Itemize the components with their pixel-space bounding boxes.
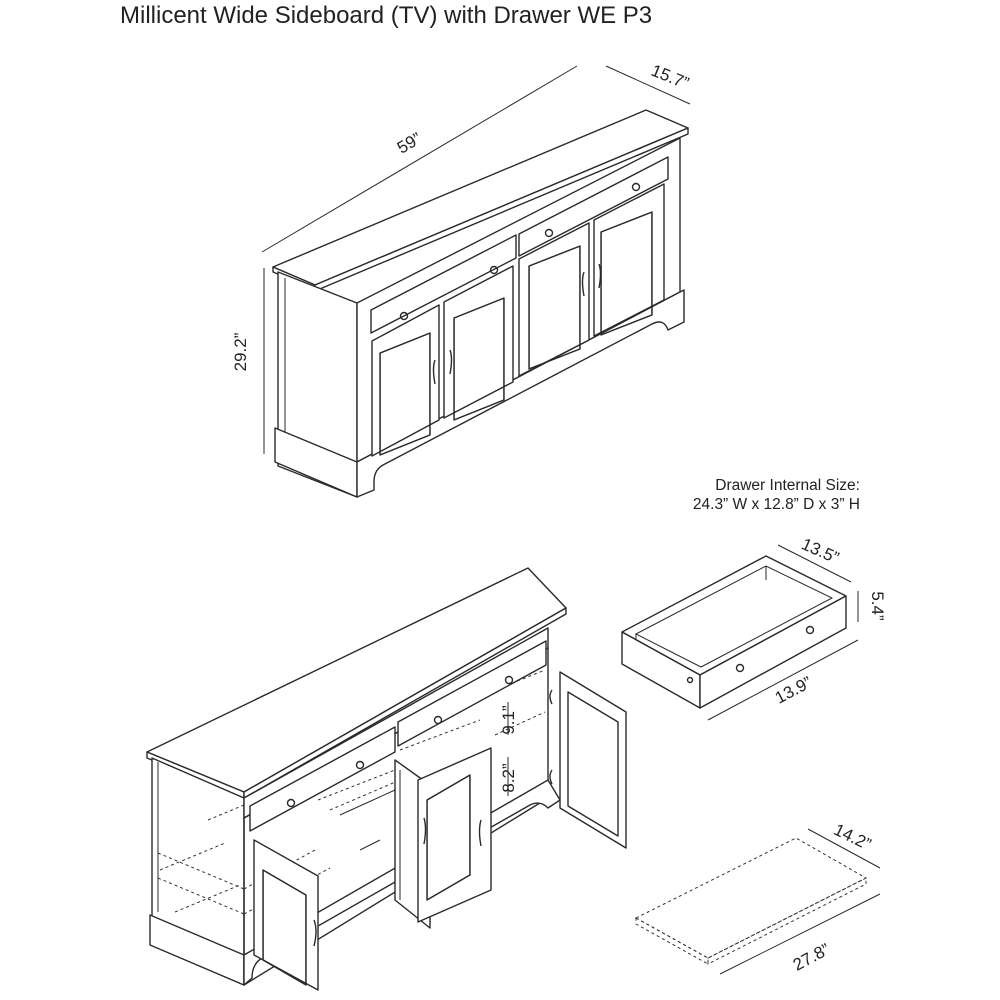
door-handle-icon bbox=[313, 919, 317, 947]
door-handle-icon bbox=[598, 263, 602, 289]
drawer-knob-icon bbox=[489, 265, 499, 275]
drawer-note-size: 24.3” W x 12.8” D x 3” H bbox=[692, 496, 860, 513]
drawer-height-label: 5.4” bbox=[868, 591, 887, 621]
shelf-side-edge bbox=[707, 877, 867, 965]
drawer-knob-icon bbox=[355, 760, 365, 770]
height-dimension-label: 29.2” bbox=[231, 332, 250, 371]
door-4 bbox=[593, 183, 665, 337]
shelf-width-label: 27.8” bbox=[790, 940, 833, 975]
width-dimension-line bbox=[261, 65, 578, 253]
cabinet-lower-height-label: 8.2” bbox=[499, 763, 518, 793]
drawer-left bbox=[249, 726, 396, 832]
drawer-knob-icon bbox=[399, 311, 409, 321]
drawer-knob-icon bbox=[631, 182, 641, 192]
drawer-right bbox=[518, 156, 669, 257]
drawer-width-label: 13.9” bbox=[772, 673, 815, 708]
drawer-knob-icon bbox=[544, 228, 554, 238]
drawer-internal-size-note: Drawer Internal Size: 24.3” W x 12.8” D … bbox=[620, 476, 860, 514]
door-1 bbox=[371, 304, 440, 457]
drawer-depth-label: 13.5” bbox=[799, 534, 842, 567]
top-right-edge bbox=[243, 607, 567, 799]
cabinet-upper-height-label: 9.1” bbox=[499, 705, 518, 735]
drawer-knob-icon bbox=[286, 798, 296, 808]
drawer-knob-icon bbox=[686, 676, 694, 684]
sideboard-open-view bbox=[146, 567, 627, 991]
drawer-detail bbox=[621, 544, 859, 721]
plinth-front bbox=[356, 289, 685, 498]
width-dimension-label: 59” bbox=[394, 129, 425, 158]
door-3 bbox=[518, 222, 590, 377]
diagram-title: Millicent Wide Sideboard (TV) with Drawe… bbox=[120, 2, 653, 29]
door-hinge-icon bbox=[549, 689, 553, 785]
door-handle-icon bbox=[423, 817, 427, 845]
drawer-knob-icon bbox=[433, 715, 443, 725]
depth-dimension-line bbox=[605, 65, 691, 105]
door-2 bbox=[443, 265, 514, 419]
door-handle-icon bbox=[478, 819, 482, 847]
door-handle-icon bbox=[581, 271, 585, 297]
door-4-open bbox=[559, 671, 627, 849]
drawer-left bbox=[370, 234, 517, 334]
door-1-open bbox=[253, 839, 319, 991]
shelf-detail bbox=[634, 828, 881, 975]
door-3-open bbox=[417, 747, 492, 923]
drawer-note-heading: Drawer Internal Size: bbox=[715, 477, 860, 494]
door-handle-icon bbox=[432, 359, 436, 385]
shelf-front-edge bbox=[635, 917, 709, 965]
drawer-front bbox=[699, 595, 847, 709]
drawer-knob-icon bbox=[504, 675, 514, 685]
sideboard-closed-view bbox=[261, 65, 691, 498]
shelf-depth-label: 14.2” bbox=[831, 820, 874, 854]
drawer-knob-icon bbox=[735, 663, 745, 673]
shelf-top bbox=[634, 837, 868, 959]
door-handle-icon bbox=[449, 349, 453, 375]
drawer-knob-icon bbox=[805, 625, 815, 635]
